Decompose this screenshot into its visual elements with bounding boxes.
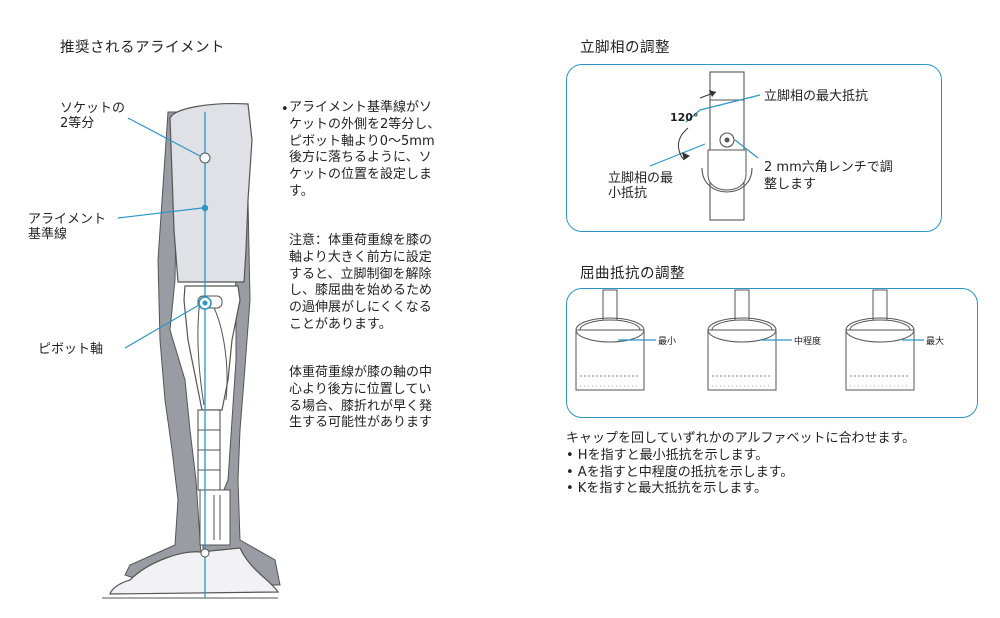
wrench-label-line2: 整します bbox=[764, 177, 817, 192]
instruction-intro: キャップを回していずれかのアルファベットに合わせます。 bbox=[566, 431, 916, 446]
dial-min-illustration bbox=[575, 289, 656, 391]
caution-note: 注意：体重荷重線を膝の 軸より大きく前方に設定 すると、立脚制御を解除 し、膝屈… bbox=[289, 233, 433, 332]
label-socket-line1: ソケットの bbox=[60, 101, 126, 116]
flexion-instructions: キャップを回していずれかのアルファベットに合わせます。 • Hを指すと最小抵抗を… bbox=[566, 431, 915, 498]
stance-panel bbox=[566, 64, 942, 232]
alignment-bullet-text: アライメント基準線がソ ケットの外側を2等分し、 ピボット軸より0〜5mm 後方… bbox=[289, 100, 441, 199]
label-alignment-line1: アライメント bbox=[28, 212, 107, 227]
angle-label: 120° bbox=[670, 111, 699, 124]
flexion-heading: 屈曲抵抗の調整 bbox=[580, 266, 685, 282]
alignment-heading: 推奨されるアライメント bbox=[60, 40, 225, 56]
dial-mid-illustration bbox=[707, 289, 792, 391]
dial-label-min: 最小 bbox=[658, 337, 677, 347]
label-socket-line2: 2等分 bbox=[60, 116, 95, 131]
stance-min-label-line1: 立脚相の最 bbox=[608, 171, 674, 186]
stance-heading: 立脚相の調整 bbox=[580, 40, 670, 56]
dial-label-mid: 中程度 bbox=[794, 337, 822, 347]
wrench-label-line1: 2 mm六角レンチで調 bbox=[764, 160, 893, 175]
dial-max-illustration bbox=[845, 289, 924, 391]
load-line-note: 体重荷重線が膝の軸の中 心より後方に位置してい る場合、膝折れが早く発 生する可… bbox=[289, 365, 433, 431]
bullet-dot: • bbox=[281, 102, 289, 117]
stance-min-label-line2: 小抵抗 bbox=[608, 186, 648, 201]
instruction-a: • Aを指すと中程度の抵抗を示します。 bbox=[566, 464, 794, 480]
label-pivot: ピボット軸 bbox=[38, 342, 104, 357]
instruction-k: • Kを指すと最大抵抗を示します。 bbox=[566, 481, 768, 497]
label-alignment-line2: 基準線 bbox=[28, 227, 68, 242]
stance-max-label: 立脚相の最大抵抗 bbox=[764, 89, 869, 104]
instruction-h: • Hを指すと最小抵抗を示します。 bbox=[566, 447, 769, 463]
dial-label-max: 最大 bbox=[926, 337, 945, 347]
